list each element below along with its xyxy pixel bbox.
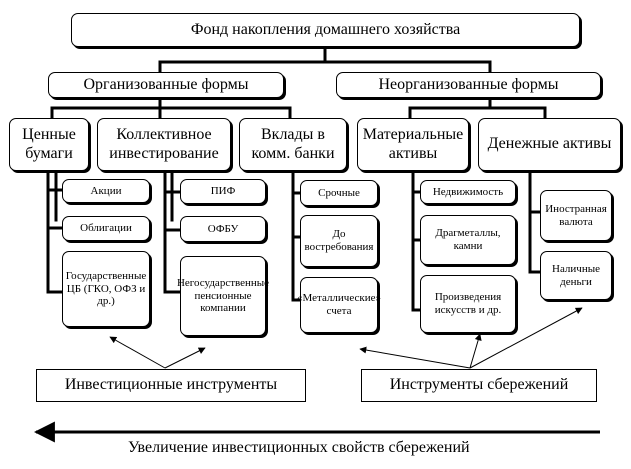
shares-box: Акции <box>62 179 150 203</box>
npf-box: Негосударственные пенсионные компании <box>176 256 270 336</box>
term-deposit-label: Срочные <box>318 186 360 199</box>
foreign-currency-label: Иностранная валюта <box>545 202 607 228</box>
money-assets-label: Денежные активы <box>487 135 612 153</box>
foreign-currency-box: Иностранная валюта <box>540 190 612 241</box>
material-assets-label: Материальные активы <box>362 126 464 162</box>
securities-box: Ценные бумаги <box>9 118 89 171</box>
bank-deposits-label: Вклады в комм. банки <box>251 126 335 162</box>
money-assets-box: Денежные активы <box>478 118 621 171</box>
cash-box: Наличные деньги <box>540 251 612 300</box>
unorganized-forms-box: Неорганизованные формы <box>336 72 601 98</box>
shares-label: Акции <box>90 184 122 197</box>
savings-instruments-label: Инструменты сбережений <box>389 376 569 394</box>
unorganized-forms-label: Неорганизованные формы <box>378 75 559 93</box>
precious-metals-label: Драгметаллы, камни <box>435 227 501 252</box>
organized-forms-label: Организованные формы <box>83 75 249 93</box>
term-deposit-box: Срочные <box>300 180 378 206</box>
precious-metals-box: Драгметаллы, камни <box>420 215 516 265</box>
cash-label: Наличные деньги <box>552 262 600 288</box>
collective-investment-box: Коллективное инвестирование <box>97 118 231 171</box>
pif-box: ПИФ <box>180 179 266 204</box>
demand-deposit-box: До востребования <box>300 215 378 267</box>
savings-instruments-box: Инструменты сбережений <box>361 369 597 402</box>
collective-investment-label: Коллективное инвестирование <box>109 126 219 162</box>
title-box: Фонд накопления домашнего хозяйства <box>71 13 580 47</box>
art-label: Произведения искусств и др. <box>434 291 502 316</box>
axis-caption: Увеличение инвестиционных свойств сбереж… <box>128 439 470 456</box>
investment-instruments-label: Инвестиционные инструменты <box>64 376 278 394</box>
state-securities-box: Государственные ЦБ (ГКО, ОФЗ и др.) <box>62 251 150 327</box>
pif-label: ПИФ <box>210 185 236 198</box>
state-securities-label: Государственные ЦБ (ГКО, ОФЗ и др.) <box>65 270 147 308</box>
title-text: Фонд накопления домашнего хозяйства <box>190 20 461 38</box>
demand-deposit-label: До востребования <box>304 228 374 253</box>
investment-instruments-box: Инвестиционные инструменты <box>36 369 306 402</box>
npf-label: Негосударственные пенсионные компании <box>176 277 270 315</box>
ofbu-box: ОФБУ <box>180 216 266 242</box>
art-box: Произведения искусств и др. <box>420 275 516 333</box>
bonds-box: Облигации <box>62 216 150 241</box>
securities-label: Ценные бумаги <box>22 126 76 162</box>
organized-forms-box: Организованные формы <box>48 72 284 98</box>
ofbu-label: ОФБУ <box>207 222 239 235</box>
metal-accounts-box: «Металлические» счета <box>297 277 381 333</box>
bank-deposits-box: Вклады в комм. банки <box>239 118 347 171</box>
real-estate-label: Недвижимость <box>432 185 504 198</box>
real-estate-box: Недвижимость <box>420 180 516 204</box>
bonds-label: Облигации <box>80 222 132 235</box>
metal-accounts-label: «Металлические» счета <box>297 292 381 317</box>
material-assets-box: Материальные активы <box>357 118 469 171</box>
